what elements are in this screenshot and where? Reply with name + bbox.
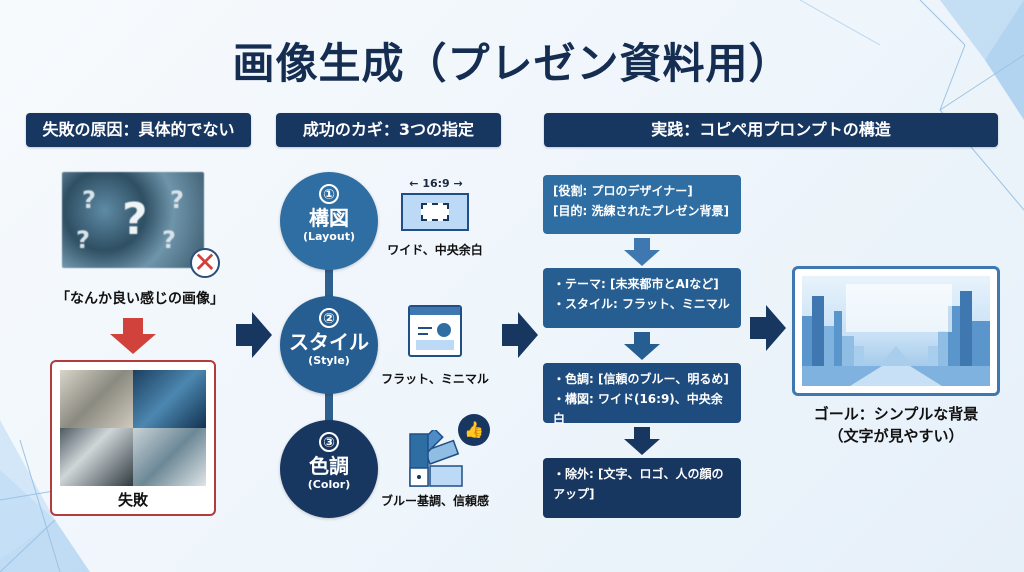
question-mark-icon: ? xyxy=(170,186,184,214)
prompt-step-theme: ・テーマ: [未来都市とAIなど] ・スタイル: フラット、ミニマル xyxy=(543,268,741,328)
section-header-practice: 実践：コピペ用プロンプトの構造 xyxy=(544,113,998,147)
question-mark-icon: ? xyxy=(162,226,176,254)
goal-card xyxy=(792,266,1000,396)
key-number: ① xyxy=(319,184,339,204)
key-description: ワイド、中央余白 xyxy=(387,243,483,257)
color-swatch-icon xyxy=(409,430,463,487)
key-sub: (Style) xyxy=(308,354,350,367)
key-name: 構図 xyxy=(309,206,349,230)
down-arrow-icon xyxy=(624,427,660,455)
down-arrow-icon xyxy=(624,332,660,360)
page-title: 画像生成（プレゼン資料用） xyxy=(232,39,792,88)
right-arrow-icon xyxy=(236,312,272,358)
key-circle-style: ② スタイル (Style) xyxy=(280,296,378,394)
key-sub: (Color) xyxy=(307,478,351,491)
prompt-step-color: ・色調: [信頼のブルー、明るめ] ・構図: ワイド(16:9)、中央余白 xyxy=(543,363,741,426)
city-background-image xyxy=(802,276,990,386)
failure-image-collage xyxy=(60,370,206,486)
flat-window-chart-icon xyxy=(408,305,462,357)
key-sub: (Layout) xyxy=(303,230,355,243)
key-name: スタイル xyxy=(289,330,369,354)
red-down-arrow-icon xyxy=(110,318,156,354)
vague-prompt-quote: 「なんか良い感じの画像」 xyxy=(56,291,224,307)
prompt-step-role: [役割: プロのデザイナー] [目的: 洗練されたプレゼン背景] xyxy=(543,175,741,234)
right-arrow-icon xyxy=(750,305,786,351)
question-mark-icon: ? xyxy=(76,226,90,254)
section-header-failure: 失敗の原因：具体的でない xyxy=(26,113,251,147)
vague-image: ? ? ? ? ? xyxy=(62,172,204,268)
arrow-left-icon: ← xyxy=(409,177,419,190)
thumbs-up-icon: 👍 xyxy=(458,414,490,446)
key-number: ③ xyxy=(319,432,339,452)
arrow-right-icon: → xyxy=(453,177,463,190)
question-mark-icon: ? xyxy=(82,186,96,214)
key-description: フラット、ミニマル xyxy=(381,372,489,386)
key-description: ブルー基調、信頼感 xyxy=(380,494,489,508)
key-circle-color: ③ 色調 (Color) xyxy=(280,420,378,518)
section-header-keys: 成功のカギ：3つの指定 xyxy=(276,113,501,147)
down-arrow-icon xyxy=(624,238,660,266)
right-arrow-icon xyxy=(502,312,538,358)
failure-card: 失敗 xyxy=(50,360,216,516)
layout-frame-icon xyxy=(401,193,469,231)
question-mark-icon: ? xyxy=(122,194,148,245)
prompt-step-exclude: ・除外: [文字、ロゴ、人の顔の アップ] xyxy=(543,458,741,518)
failure-label: 失敗 xyxy=(117,491,148,509)
cross-icon: ✕ xyxy=(190,248,220,278)
key-circle-layout: ① 構図 (Layout) xyxy=(280,172,378,270)
goal-label: ゴール：シンプルな背景 （文字が見やすい） xyxy=(813,405,979,445)
key-name: 色調 xyxy=(309,454,349,478)
aspect-ratio-label: ← 16:9 → xyxy=(409,177,463,190)
key-number: ② xyxy=(319,308,339,328)
